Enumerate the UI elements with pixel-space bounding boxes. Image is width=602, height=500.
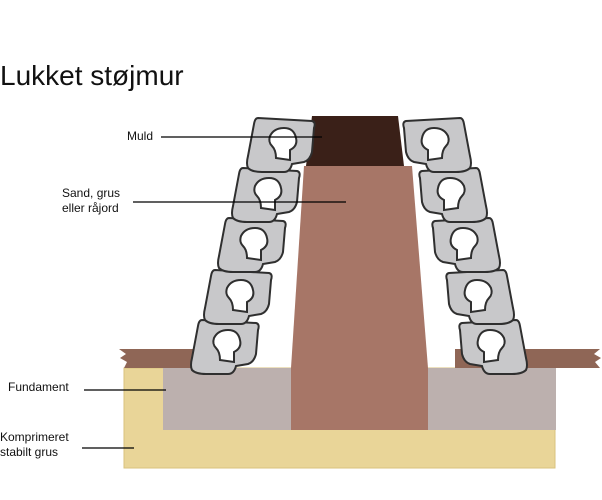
block-right-5 (402, 117, 472, 173)
foundation-right (428, 368, 556, 430)
block-right-4 (418, 167, 488, 223)
ground-soil-left (119, 349, 200, 368)
fill-core (291, 166, 428, 430)
block-right-2 (445, 269, 515, 325)
topsoil-cap (306, 116, 404, 166)
block-left-1 (190, 319, 260, 375)
label-komprimeret: Komprimeret stabilt grus (0, 430, 69, 459)
label-muld: Muld (127, 129, 154, 143)
page-title: Lukket støjmur (0, 60, 184, 91)
block-left-2 (203, 269, 273, 325)
label-sand: Sand, grus eller råjord (62, 186, 121, 215)
foundation-left (163, 368, 291, 430)
block-left-3 (217, 217, 287, 273)
block-left-5 (246, 117, 316, 173)
label-fundament: Fundament (8, 380, 69, 394)
block-right-3 (431, 217, 501, 273)
block-left-4 (231, 167, 301, 223)
